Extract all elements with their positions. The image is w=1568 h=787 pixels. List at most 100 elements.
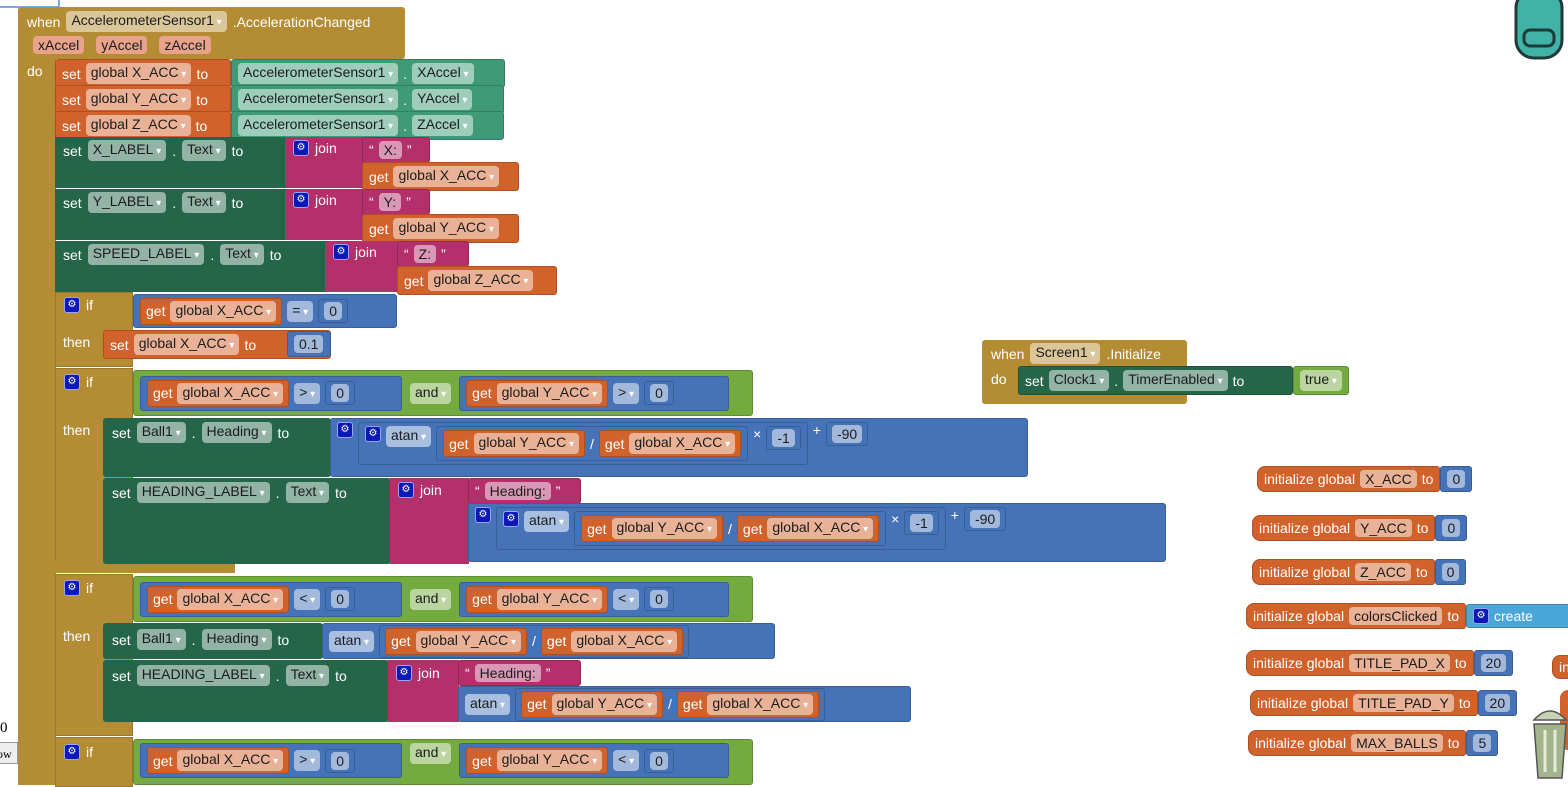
gear-icon[interactable]: ⚙: [396, 665, 412, 681]
component-dropdown[interactable]: AccelerometerSensor1: [238, 63, 399, 84]
code-block[interactable]: ⚙join: [293, 140, 337, 156]
property-dropdown[interactable]: ZAccel: [412, 115, 473, 136]
component-dropdown[interactable]: X_LABEL: [87, 140, 167, 161]
labels-ball[interactable]: Ball1: [136, 422, 186, 443]
code-block[interactable]: when AccelerometerSensor1 .AccelerationC…: [27, 11, 370, 32]
code-block[interactable]: 5: [1466, 730, 1499, 756]
code-block[interactable]: -1: [766, 426, 801, 450]
gear-icon[interactable]: ⚙: [64, 374, 80, 390]
component-dropdown[interactable]: Y_LABEL: [87, 192, 167, 213]
var-dropdown[interactable]: global Z_ACC: [85, 115, 191, 136]
code-block[interactable]: ⚙join: [293, 192, 337, 208]
component-dropdown[interactable]: AccelerometerSensor1: [238, 89, 399, 110]
kw-gt[interactable]: >: [294, 750, 321, 771]
kw-gt[interactable]: >: [294, 382, 321, 404]
labels-text[interactable]: Text: [285, 482, 330, 503]
screen-prop[interactable]: TimerEnabled: [1123, 370, 1228, 391]
text-string-y[interactable]: “Y:”: [362, 189, 430, 215]
gear-icon[interactable]: ⚙: [64, 580, 80, 596]
left-button[interactable]: ow V: [0, 742, 18, 764]
code-block[interactable]: ⚙if: [64, 374, 93, 390]
code-block[interactable]: 0: [325, 748, 356, 773]
code-block[interactable]: ⚙join: [398, 482, 442, 498]
code-block[interactable]: 0: [1434, 559, 1467, 585]
code-block[interactable]: xAccel yAccel zAccel: [33, 36, 211, 54]
labels-headingProp[interactable]: Heading: [201, 422, 272, 443]
code-block[interactable]: 20: [1477, 690, 1518, 716]
var-dropdown[interactable]: global X_ACC: [85, 63, 192, 84]
screen-value[interactable]: true: [1300, 370, 1342, 391]
code-block[interactable]: AccelerometerSensor1.YAccel: [231, 85, 504, 114]
text-string-x[interactable]: “X:”: [362, 137, 430, 163]
code-block[interactable]: ⚙create: [1466, 604, 1568, 628]
code-block[interactable]: AccelerometerSensor1.XAccel: [231, 59, 505, 88]
kw-lt[interactable]: <: [613, 750, 640, 771]
labels-headingProp[interactable]: Heading: [201, 629, 272, 650]
property-dropdown[interactable]: Text: [182, 192, 226, 213]
kw-gt[interactable]: >: [613, 382, 640, 404]
code-block[interactable]: 0: [325, 587, 356, 611]
and-dropdown[interactable]: and: [410, 382, 452, 404]
code-block[interactable]: 0: [644, 587, 674, 611]
code-block[interactable]: 0: [1435, 515, 1468, 541]
property-dropdown[interactable]: Text: [220, 244, 264, 265]
code-block[interactable]: 0: [644, 381, 674, 405]
gear-icon[interactable]: ⚙: [333, 244, 349, 260]
code-block[interactable]: -90: [825, 422, 869, 446]
gear-icon[interactable]: ⚙: [64, 297, 80, 313]
code-block[interactable]: ⚙if: [64, 297, 93, 313]
backpack-icon[interactable]: [1510, 0, 1568, 62]
kw-lt[interactable]: <: [613, 588, 640, 610]
gear-icon[interactable]: ⚙: [293, 140, 309, 156]
and-dropdown[interactable]: and: [410, 588, 452, 610]
labels-heading[interactable]: HEADING_LABEL: [136, 665, 270, 686]
param-xaccel[interactable]: xAccel: [33, 36, 85, 54]
code-block[interactable]: ⚙if: [64, 744, 93, 760]
property-dropdown[interactable]: YAccel: [412, 89, 473, 110]
component-dropdown[interactable]: AccelerometerSensor1: [66, 11, 227, 32]
